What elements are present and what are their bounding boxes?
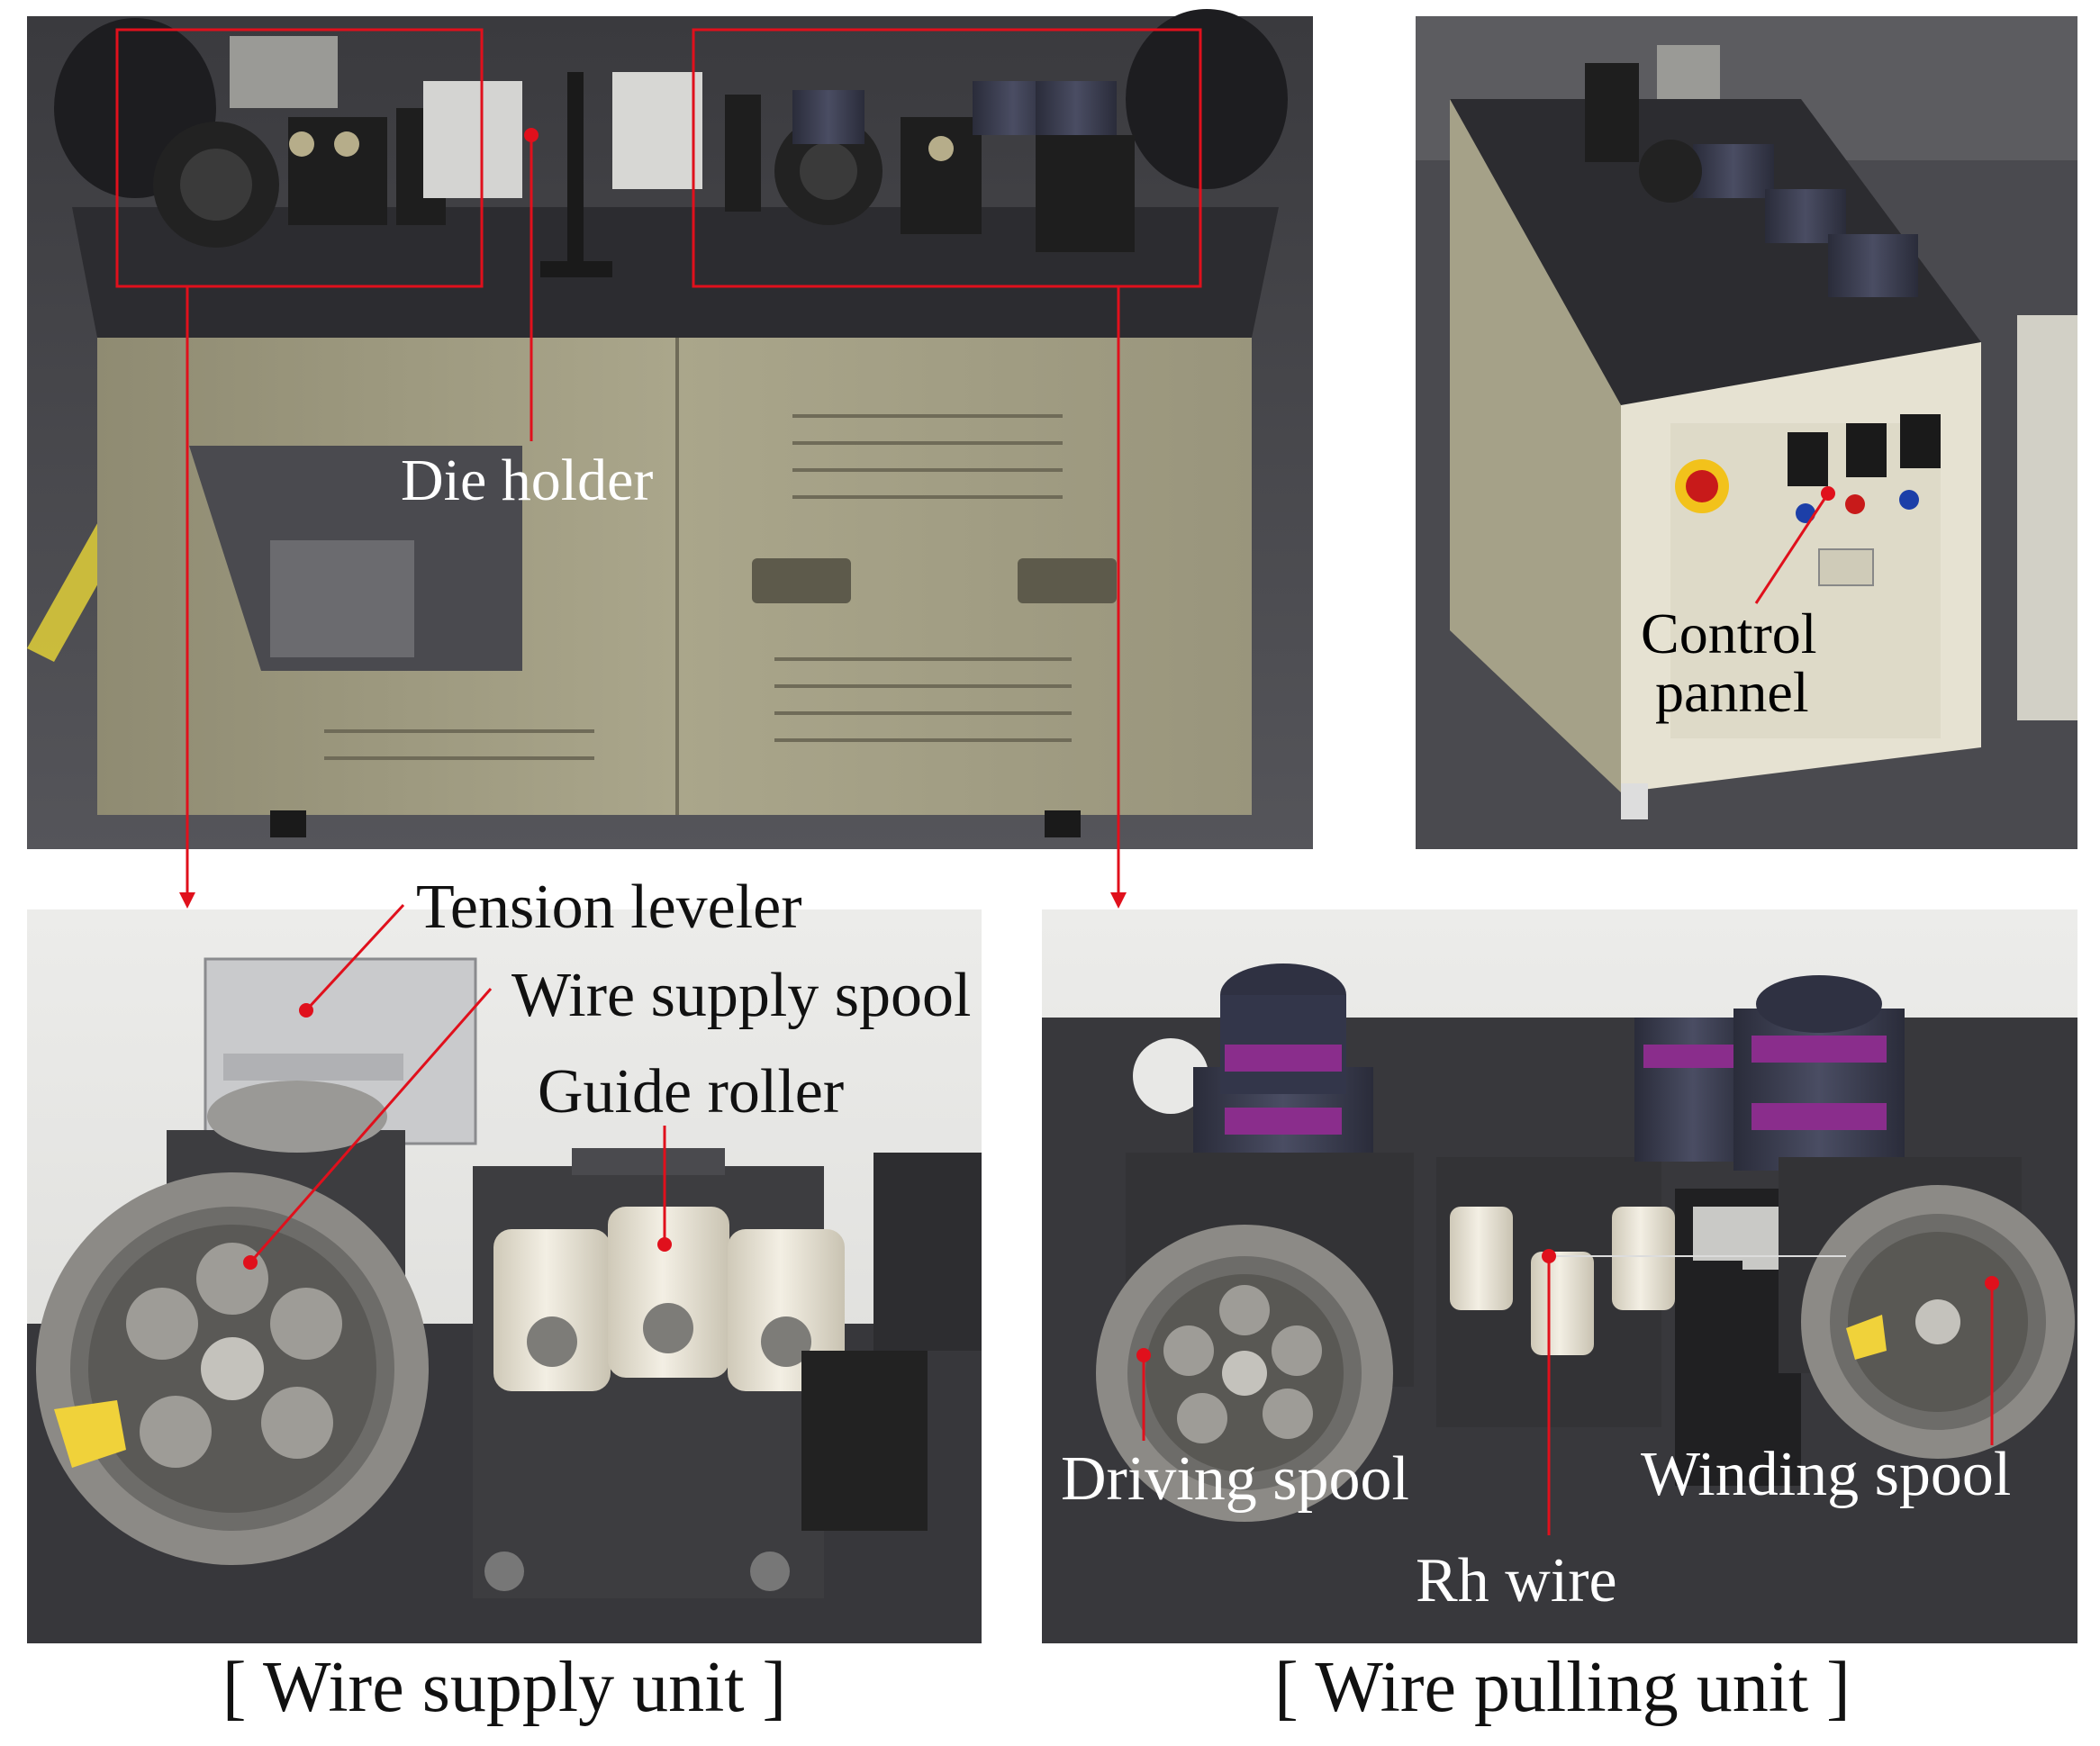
caption-wire-supply-unit: [ Wire supply unit ] (222, 1648, 786, 1727)
label-guide-roller: Guide roller (538, 1057, 844, 1126)
label-rh-wire: Rh wire (1416, 1546, 1617, 1615)
label-winding-spool: Winding spool (1641, 1440, 2011, 1509)
label-control-line2: pannel (1655, 660, 1809, 724)
photo-wire-supply-unit (27, 909, 982, 1643)
highlight-box-pulling (692, 28, 1202, 288)
leader-tension-leveler (304, 903, 405, 1012)
highlight-box-supply (115, 28, 484, 288)
label-die-holder: Die holder (401, 448, 653, 513)
photo-control-side (1416, 16, 2077, 849)
label-tension-leveler: Tension leveler (416, 873, 802, 942)
leader-control-panel (1754, 493, 1830, 604)
label-driving-spool: Driving spool (1061, 1444, 1409, 1514)
label-wire-supply-spool: Wire supply spool (511, 961, 971, 1030)
leader-wire-supply-spool (249, 988, 493, 1263)
photo-wire-pulling-unit (1042, 909, 2077, 1643)
caption-wire-pulling-unit: [ Wire pulling unit ] (1274, 1648, 1851, 1727)
photo-main-machine (27, 9, 1313, 849)
label-control-line1: Control (1641, 602, 1817, 665)
